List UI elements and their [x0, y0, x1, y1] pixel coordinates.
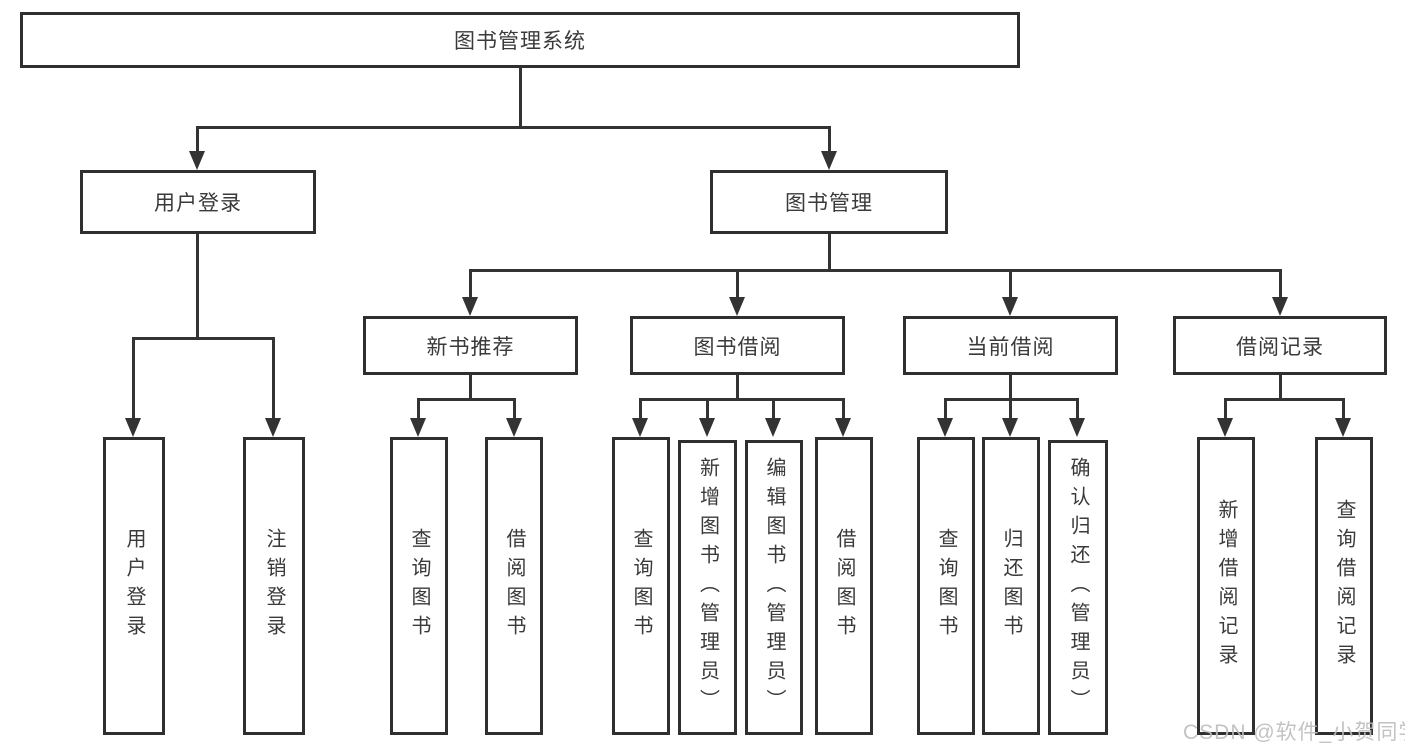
connector-line [842, 398, 845, 421]
leaf-return-books: 归还图书 [982, 437, 1040, 735]
arrowhead-down-icon [265, 418, 281, 437]
leaf-user-login-label: 用户登录 [123, 528, 145, 644]
connector-line [513, 398, 516, 421]
arrowhead-down-icon [125, 418, 141, 437]
connector-line [828, 126, 831, 154]
connector-line [196, 126, 199, 154]
connector-line [132, 337, 135, 421]
node-book-management-label: 图书管理 [785, 192, 873, 215]
leaf-current-query-books-label: 查询图书 [935, 528, 957, 644]
arrowhead-down-icon [1069, 418, 1085, 437]
connector-line [196, 234, 199, 339]
arrowhead-down-icon [1217, 418, 1233, 437]
node-book-borrow: 图书借阅 [630, 316, 845, 375]
leaf-add-borrow-record: 新增借阅记录 [1197, 437, 1255, 735]
connector-line [1224, 398, 1345, 401]
connector-line [736, 375, 739, 401]
connector-line [1009, 375, 1012, 401]
leaf-user-login: 用户登录 [103, 437, 165, 735]
connector-line [828, 234, 831, 272]
connector-line [469, 375, 472, 401]
connector-line [1279, 269, 1282, 300]
connector-line [469, 269, 472, 300]
arrowhead-down-icon [1002, 418, 1018, 437]
connector-line [1009, 398, 1012, 421]
arrowhead-down-icon [1272, 297, 1288, 316]
node-current-borrow-label: 当前借阅 [966, 335, 1055, 359]
arrowhead-down-icon [462, 297, 478, 316]
connector-line [639, 398, 642, 421]
connector-line [519, 68, 522, 126]
connector-line [706, 398, 709, 421]
leaf-edit-books-admin-label: 编辑图书（管理员） [763, 457, 785, 718]
connector-line [772, 398, 775, 421]
connector-line [469, 269, 1282, 272]
node-book-management: 图书管理 [710, 170, 948, 234]
leaf-rec-query-books: 查询图书 [390, 437, 448, 735]
leaf-current-query-books: 查询图书 [917, 437, 975, 735]
csdn-watermark: CSDN @软件_小贺同学 [1183, 721, 1405, 744]
arrowhead-down-icon [765, 418, 781, 437]
leaf-add-books-admin-label: 新增图书（管理员） [696, 457, 719, 718]
leaf-borrow-books-label: 借阅图书 [833, 528, 855, 644]
connector-line [132, 337, 275, 340]
connector-line [196, 126, 831, 129]
connector-line [1224, 398, 1227, 421]
arrowhead-down-icon [632, 418, 648, 437]
arrowhead-down-icon [1335, 418, 1351, 437]
leaf-borrow-query-books-label: 查询图书 [630, 528, 652, 644]
connector-line [1342, 398, 1345, 421]
node-new-book-recommend-label: 新书推荐 [426, 335, 515, 359]
leaf-query-borrow-record-label: 查询借阅记录 [1333, 499, 1355, 673]
node-root: 图书管理系统 [20, 12, 1020, 68]
node-new-book-recommend: 新书推荐 [363, 316, 578, 375]
leaf-confirm-return-admin-label: 确认归还（管理员） [1067, 457, 1089, 718]
connector-line [272, 337, 275, 421]
leaf-confirm-return-admin: 确认归还（管理员） [1048, 440, 1108, 735]
connector-line [417, 398, 420, 421]
connector-line [639, 398, 845, 401]
leaf-edit-books-admin: 编辑图书（管理员） [745, 440, 803, 735]
leaf-add-borrow-record-label: 新增借阅记录 [1215, 499, 1237, 673]
connector-line [1009, 269, 1012, 300]
node-current-borrow: 当前借阅 [903, 316, 1118, 375]
arrowhead-down-icon [835, 418, 851, 437]
node-root-label: 图书管理系统 [454, 30, 586, 53]
arrowhead-down-icon [821, 151, 837, 170]
leaf-logout-label: 注销登录 [263, 528, 285, 644]
leaf-rec-borrow-books-label: 借阅图书 [503, 528, 525, 644]
arrowhead-down-icon [937, 418, 953, 437]
leaf-borrow-query-books: 查询图书 [612, 437, 670, 735]
leaf-borrow-books: 借阅图书 [815, 437, 873, 735]
node-book-borrow-label: 图书借阅 [693, 335, 782, 359]
arrowhead-down-icon [729, 297, 745, 316]
node-user-login: 用户登录 [80, 170, 316, 234]
leaf-rec-query-books-label: 查询图书 [408, 528, 430, 644]
connector-line [1076, 398, 1079, 421]
connector-line [736, 269, 739, 300]
arrowhead-down-icon [1002, 297, 1018, 316]
connector-line [1279, 375, 1282, 401]
node-user-login-label: 用户登录 [154, 192, 242, 215]
arrowhead-down-icon [189, 151, 205, 170]
leaf-return-books-label: 归还图书 [1000, 528, 1022, 644]
leaf-logout: 注销登录 [243, 437, 305, 735]
arrowhead-down-icon [410, 418, 426, 437]
node-borrow-records: 借阅记录 [1173, 316, 1387, 375]
arrowhead-down-icon [699, 418, 715, 437]
connector-line [944, 398, 947, 421]
connector-line [417, 398, 516, 401]
leaf-query-borrow-record: 查询借阅记录 [1315, 437, 1373, 735]
node-borrow-records-label: 借阅记录 [1236, 335, 1324, 359]
leaf-rec-borrow-books: 借阅图书 [485, 437, 543, 735]
arrowhead-down-icon [506, 418, 522, 437]
leaf-add-books-admin: 新增图书（管理员） [678, 440, 737, 735]
